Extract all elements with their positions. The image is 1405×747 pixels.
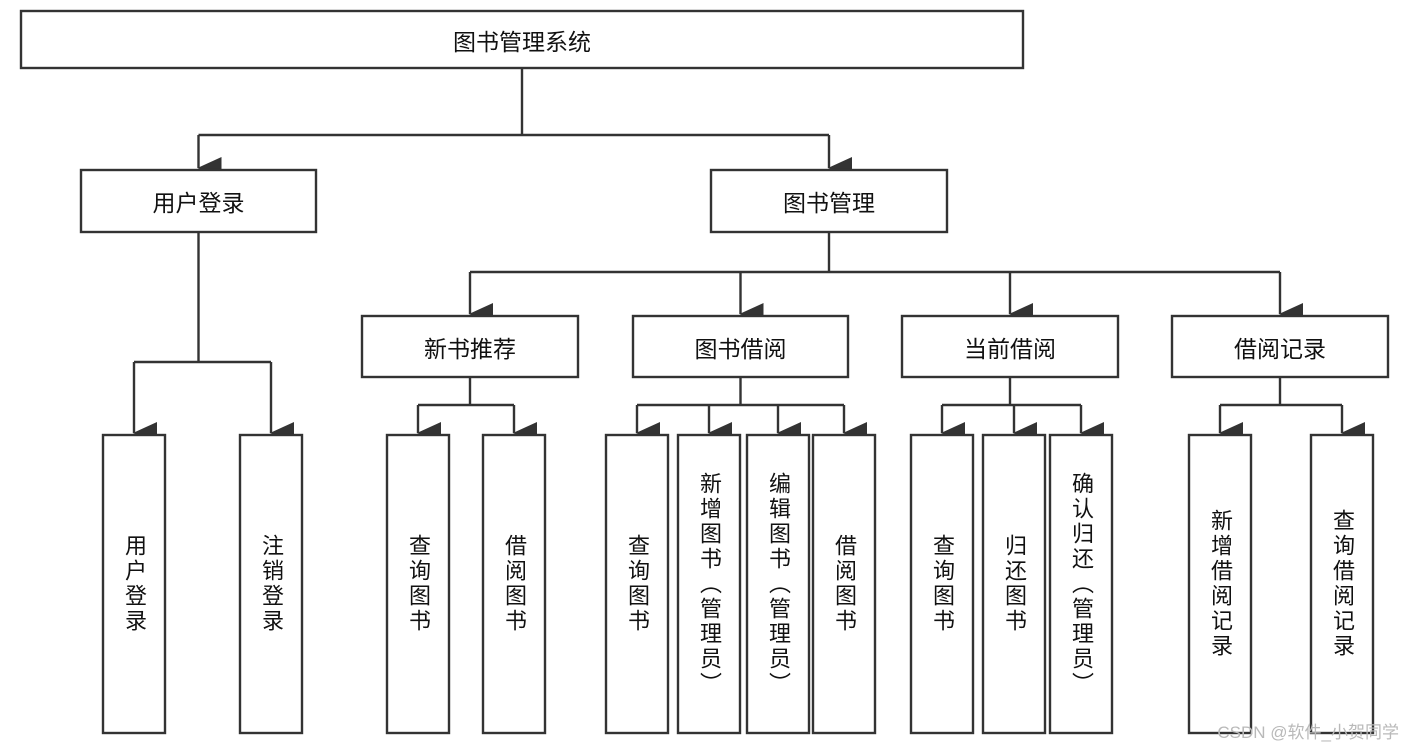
node-level2-图书借阅[interactable] [631,314,850,379]
node-level2-借阅记录[interactable] [1170,314,1390,379]
node-leaf-0[interactable] [101,433,167,735]
node-leaf-6[interactable] [745,433,811,735]
connector-layer [132,68,1366,444]
node-root[interactable] [19,9,1025,70]
node-level2-新书推荐[interactable] [360,314,580,379]
node-leaf-12[interactable] [1309,433,1375,735]
node-leaf-8[interactable] [909,433,975,735]
node-leaf-11[interactable] [1187,433,1253,735]
node-level1-图书管理[interactable] [709,168,949,234]
node-leaf-3[interactable] [481,433,547,735]
node-leaf-2[interactable] [385,433,451,735]
node-leaf-7[interactable] [811,433,877,735]
node-level2-当前借阅[interactable] [900,314,1120,379]
node-leaf-10[interactable] [1048,433,1114,735]
box-layer [19,9,1390,735]
watermark: CSDN @软件_小贺同学 [1217,723,1399,742]
node-leaf-1[interactable] [238,433,304,735]
node-leaf-4[interactable] [604,433,670,735]
node-leaf-9[interactable] [981,433,1047,735]
node-leaf-5[interactable] [676,433,742,735]
node-level1-用户登录[interactable] [79,168,318,234]
